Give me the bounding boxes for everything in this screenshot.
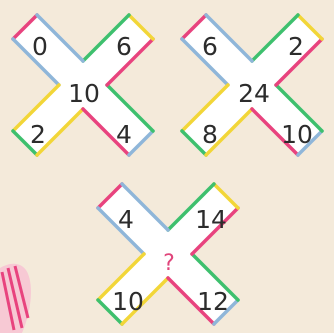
corner-bottom-right: 12 bbox=[197, 287, 229, 316]
corner-top-left: 0 bbox=[32, 32, 48, 61]
corner-bottom-right: 4 bbox=[116, 120, 132, 149]
corner-top-left: 4 bbox=[118, 205, 134, 234]
center-value: 10 bbox=[68, 79, 100, 108]
decorative-ribbon bbox=[0, 264, 31, 333]
corner-top-right: 2 bbox=[288, 32, 304, 61]
corner-top-right: 14 bbox=[195, 205, 227, 234]
cross-card-1-numbers: 0 6 10 2 4 bbox=[30, 32, 132, 149]
corner-bottom-right: 10 bbox=[281, 120, 313, 149]
center-value: 24 bbox=[238, 79, 270, 108]
corner-top-right: 6 bbox=[116, 32, 132, 61]
missing-value: ? bbox=[163, 251, 175, 276]
corner-bottom-left: 10 bbox=[112, 287, 144, 316]
cross-card-3-numbers: 4 14 ? 10 12 bbox=[112, 205, 229, 316]
corner-bottom-left: 8 bbox=[202, 120, 218, 149]
corner-bottom-left: 2 bbox=[30, 120, 46, 149]
corner-top-left: 6 bbox=[202, 32, 218, 61]
